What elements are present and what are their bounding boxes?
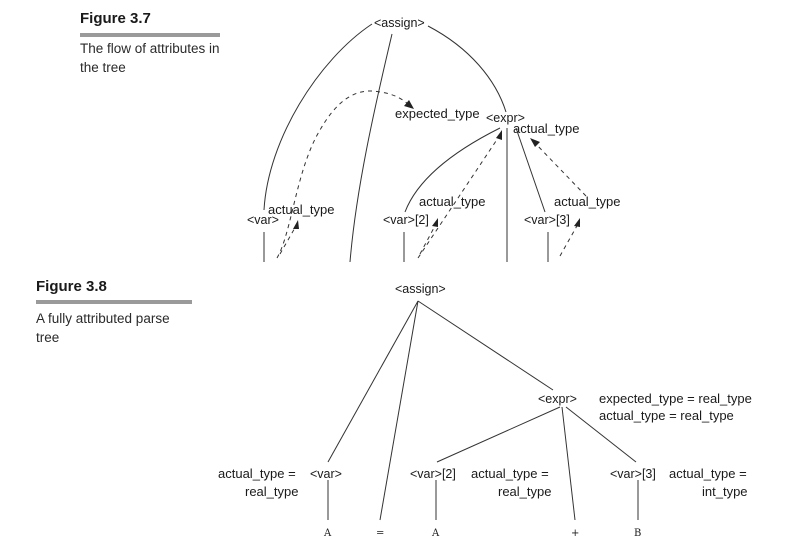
edge-expr-var3 bbox=[565, 406, 637, 463]
edge-expr-plus bbox=[561, 406, 576, 521]
f37-node-assign: <assign> bbox=[374, 16, 425, 30]
f38-var3-actual-type-line1: actual_type = bbox=[669, 466, 747, 481]
f37-var-actual-type: actual_type bbox=[268, 202, 335, 217]
edge-assign-equals bbox=[379, 300, 419, 521]
f37-var2-actual-type: actual_type bbox=[419, 194, 486, 209]
f37-node-var3: <var>[3] bbox=[524, 213, 570, 227]
f38-expr-expected-type: expected_type = real_type bbox=[599, 391, 752, 406]
flow-var-to-expected-type bbox=[276, 90, 411, 259]
edge-assign-var bbox=[263, 23, 373, 211]
flow-var3-to-expr bbox=[533, 141, 587, 197]
f38-var-actual-type-line1: actual_type = bbox=[218, 466, 296, 481]
figure-3-8-rule bbox=[36, 300, 192, 304]
f37-node-var2: <var>[2] bbox=[383, 213, 429, 227]
f37-var3-actual-type: actual_type bbox=[554, 194, 621, 209]
flow-var2-arrowhead bbox=[496, 130, 502, 140]
f37-node-expr: <expr> bbox=[486, 111, 525, 125]
figure-3-8-tree: <assign> <expr> expected_type = real_typ… bbox=[218, 282, 752, 539]
f38-var2-actual-type-line1: actual_type = bbox=[471, 466, 549, 481]
f38-var3-actual-type-line2: int_type bbox=[702, 484, 748, 499]
figure-3-8-title: Figure 3.8 bbox=[36, 278, 107, 295]
f37-expected-type: expected_type bbox=[395, 106, 480, 121]
edge-assign-var bbox=[327, 300, 419, 463]
f38-leaf-plus: + bbox=[571, 528, 579, 539]
edge-expr-var2 bbox=[436, 406, 561, 463]
f38-node-expr: <expr> bbox=[538, 392, 577, 406]
figure-3-7-title: Figure 3.7 bbox=[80, 10, 151, 27]
figure-3-7-caption: The flow of attributes in the tree bbox=[80, 41, 220, 75]
flow-var3-up-arrowhead bbox=[574, 218, 580, 227]
f38-leaf-a1: A bbox=[323, 528, 332, 539]
edge-expr-var3 bbox=[515, 127, 546, 213]
f37-expr-actual-type: actual_type bbox=[513, 121, 580, 136]
edge-expr-var2 bbox=[404, 127, 501, 213]
edge-assign-equals bbox=[349, 33, 393, 263]
flow-var3-arrowhead bbox=[530, 138, 540, 147]
f38-node-var: <var> bbox=[310, 467, 342, 481]
f38-leaf-a2: A bbox=[431, 528, 440, 539]
f38-node-var2: <var>[2] bbox=[410, 467, 456, 481]
edge-assign-expr bbox=[417, 300, 554, 391]
f38-expr-actual-type: actual_type = real_type bbox=[599, 408, 734, 423]
f38-var-actual-type-line2: real_type bbox=[245, 484, 298, 499]
flow-var2-to-expr bbox=[417, 134, 501, 259]
figure-3-7-tree: <assign> <expr> expected_type actual_typ… bbox=[247, 16, 621, 263]
flow-expected-type-arrowhead bbox=[404, 100, 414, 109]
flow-var3-up bbox=[559, 223, 579, 257]
flow-var2-up-arrowhead bbox=[432, 218, 438, 227]
f38-leaf-equals: = bbox=[376, 528, 384, 539]
figure-3-7-rule bbox=[80, 33, 220, 37]
f38-node-assign: <assign> bbox=[395, 282, 446, 296]
figure-3-8-caption: A fully attributed parse tree bbox=[36, 311, 170, 345]
flow-var-up bbox=[279, 225, 297, 255]
f38-var2-actual-type-line2: real_type bbox=[498, 484, 551, 499]
flow-var2-up bbox=[419, 223, 437, 255]
edge-assign-expr bbox=[427, 25, 507, 113]
f37-node-var: <var> bbox=[247, 213, 279, 227]
f38-node-var3: <var>[3] bbox=[610, 467, 656, 481]
f38-leaf-b: B bbox=[634, 528, 641, 539]
flow-var-arrowhead bbox=[293, 220, 299, 229]
